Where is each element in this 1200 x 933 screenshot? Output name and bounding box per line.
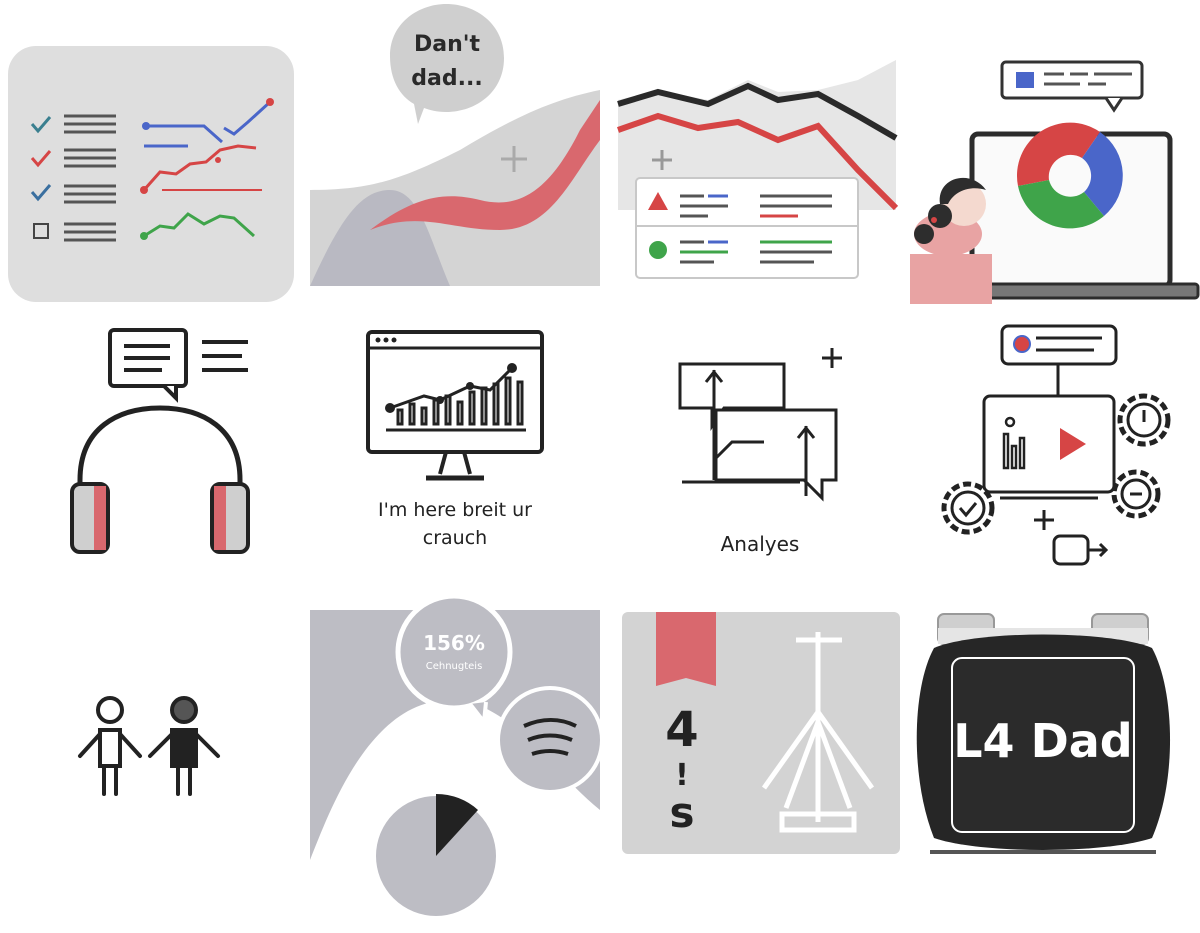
plus-icon — [501, 146, 527, 172]
plus-icon — [822, 348, 842, 368]
bookmark-number: 4 — [665, 702, 699, 758]
monitor-caption-line2: crauch — [422, 527, 488, 549]
plus-icon — [652, 150, 672, 170]
workflow-gears-tile — [938, 322, 1178, 572]
checklist-chart-icon — [8, 46, 294, 302]
percent-bubble — [395, 593, 513, 711]
monitor-caption-line1: I'm here breit ur — [378, 499, 532, 521]
percent-stat-tile: 156% Cehnugteis — [310, 593, 604, 933]
arrows-chat-icon — [678, 348, 842, 502]
check-icon-1 — [30, 116, 52, 134]
round-tv-icon — [916, 613, 1171, 854]
person-hair — [939, 177, 986, 204]
bookmark-mark: ! — [675, 758, 689, 793]
monitor-chart-tile: I'm here breit ur crauch — [340, 330, 570, 560]
chat-bubble-front-icon — [714, 408, 838, 502]
line-chart-list-tile — [617, 60, 899, 290]
bookmark-number-icon — [622, 612, 900, 854]
speech-bubble-area-chart-tile: Dan't dad... — [310, 0, 600, 290]
bookmark-icon — [656, 612, 716, 686]
analyses-caption: Analyes — [720, 532, 800, 556]
checklist-chart-tile — [8, 46, 294, 302]
play-icon — [1060, 428, 1086, 460]
tv-title: L4 Dad — [953, 714, 1133, 768]
person-laptop-donut-icon — [910, 60, 1200, 304]
percent-sublabel: Cehnugteis — [425, 661, 483, 672]
chat-bubble-icon — [1000, 60, 1144, 100]
arrows-chat-tile: Analyes — [672, 346, 852, 560]
headphones-icon — [70, 328, 250, 554]
speech-bubble-area-chart-icon — [310, 4, 600, 286]
line-chart-list-icon — [617, 60, 899, 279]
unchecked-box-icon — [33, 223, 49, 239]
two-people-tile — [76, 694, 226, 798]
person-laptop-donut-tile — [910, 58, 1200, 304]
list-panel — [635, 177, 859, 279]
percent-value: 156% — [423, 631, 485, 655]
green-dot-icon — [649, 241, 667, 259]
plus-icon — [1034, 510, 1054, 530]
check-icon — [958, 502, 978, 518]
round-tv-tile: L4 Dad — [916, 608, 1171, 856]
donut-chart-icon — [1016, 122, 1123, 229]
monitor-chart-icon — [366, 330, 544, 481]
bookmark-number-tile: 4 ! s — [622, 612, 900, 854]
triangle-icon — [648, 192, 668, 210]
percent-stat-icon — [310, 593, 604, 920]
check-icon-2 — [30, 150, 52, 168]
speech-bubble-line2: dad... — [411, 66, 483, 91]
speech-bubble-line1: Dan't — [413, 32, 481, 57]
two-people-icon — [78, 696, 220, 796]
speech-bubble-icon — [390, 4, 504, 124]
workflow-gears-icon — [941, 324, 1171, 566]
signal-icon — [496, 686, 604, 794]
antenna-icon — [761, 632, 875, 833]
headphones-tile — [60, 328, 260, 554]
bookmark-letter: s — [669, 788, 695, 837]
check-icon-3 — [30, 184, 52, 202]
